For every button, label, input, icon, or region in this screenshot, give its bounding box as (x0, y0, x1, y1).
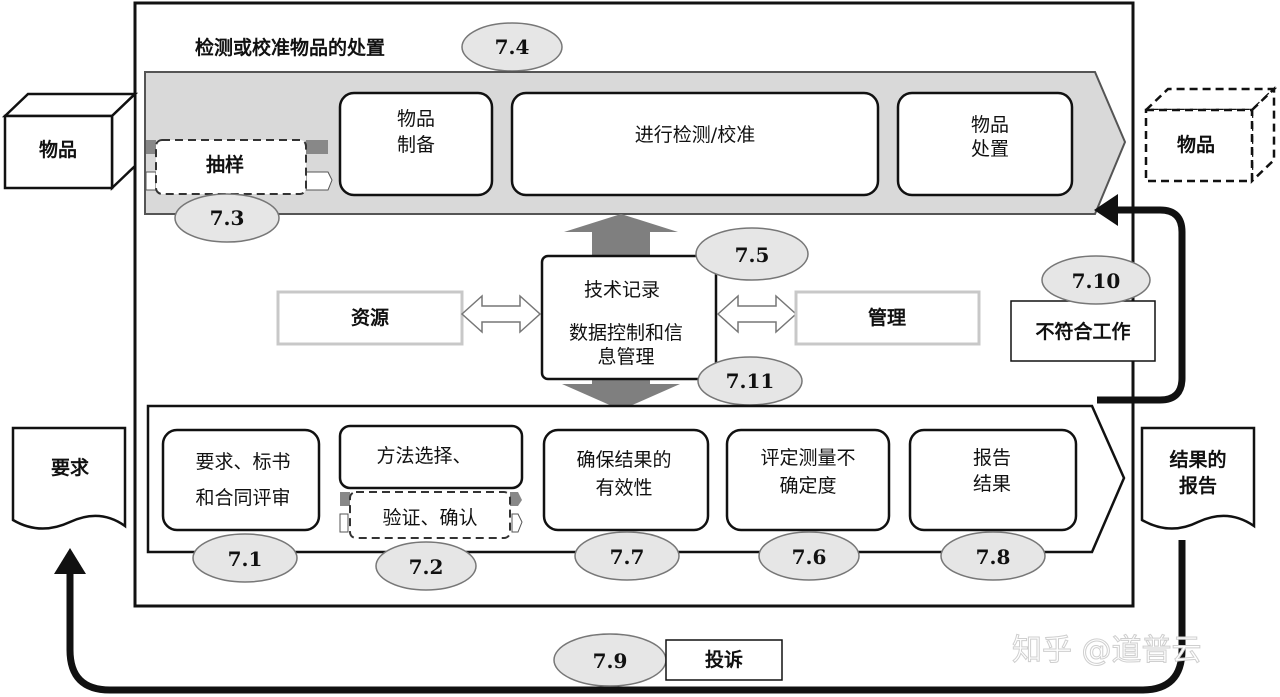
output-item-cube: 物品 (1142, 86, 1278, 184)
svg-text:7.7: 7.7 (610, 545, 645, 569)
svg-text:处置: 处置 (971, 138, 1009, 160)
complaints-box[interactable]: 投诉 (665, 639, 783, 681)
nonconforming-feedback-arrow (1097, 206, 1186, 404)
svg-text:报告: 报告 (973, 447, 1011, 469)
svg-text:7.9: 7.9 (593, 649, 628, 673)
svg-text:结果的: 结果的 (1169, 448, 1226, 471)
svg-text:物品: 物品 (1177, 133, 1215, 156)
svg-text:7.3: 7.3 (210, 206, 245, 230)
requirements-document: 要求 (11, 426, 127, 530)
item-preparation-box[interactable]: 物品 制备 (338, 91, 494, 197)
svg-text:方法选择、: 方法选择、 (376, 445, 471, 467)
svg-text:结果: 结果 (973, 473, 1011, 495)
svg-text:7.2: 7.2 (409, 555, 444, 579)
nonconforming-arrowhead (1094, 194, 1118, 226)
method-selection-box[interactable]: 方法选择、 验证、确认 (338, 424, 524, 539)
nonconforming-work-box[interactable]: 不符合工作 (1010, 300, 1156, 362)
svg-text:评定测量不: 评定测量不 (760, 447, 855, 469)
contract-review-box[interactable]: 要求、标书 和合同评审 (161, 428, 321, 532)
resources-double-arrow (460, 294, 542, 334)
svg-text:有效性: 有效性 (595, 477, 652, 499)
testing-calibration-box[interactable]: 进行检测/校准 (510, 91, 880, 197)
svg-text:7.11: 7.11 (726, 369, 775, 393)
svg-text:要求、标书: 要求、标书 (195, 451, 290, 473)
svg-text:物品: 物品 (971, 114, 1009, 136)
sampling-label: 抽样 (206, 153, 244, 176)
clause-7-9: 7.9 (553, 633, 667, 687)
svg-text:物品: 物品 (397, 108, 435, 130)
svg-text:息管理: 息管理 (597, 346, 654, 368)
complaints-arrowhead (54, 548, 86, 574)
svg-text:要求: 要求 (51, 456, 90, 479)
svg-text:数据控制和信: 数据控制和信 (569, 322, 683, 344)
clause-7-8: 7.8 (940, 531, 1046, 581)
ensuring-validity-box[interactable]: 确保结果的 有效性 (542, 428, 710, 532)
svg-text:7.10: 7.10 (1072, 269, 1121, 293)
svg-text:不符合工作: 不符合工作 (1035, 320, 1130, 343)
svg-text:资源: 资源 (351, 306, 389, 329)
clause-7-3: 7.3 (174, 193, 280, 243)
sampling-box[interactable]: 抽样 (145, 139, 333, 195)
svg-text:投诉: 投诉 (705, 648, 743, 671)
svg-text:进行检测/校准: 进行检测/校准 (635, 124, 755, 146)
clause-7-6: 7.6 (758, 531, 860, 581)
resources-box[interactable]: 资源 (276, 290, 464, 346)
svg-text:制备: 制备 (397, 134, 435, 156)
clause-7-1: 7.1 (192, 533, 298, 583)
svg-text:7.8: 7.8 (976, 545, 1011, 569)
clause-7-2: 7.2 (375, 541, 477, 591)
management-box[interactable]: 管理 (794, 290, 981, 346)
watermark-text: 知乎 @道普云 (1012, 633, 1202, 668)
clause-7-10: 7.10 (1041, 255, 1151, 305)
measurement-uncertainty-box[interactable]: 评定测量不 确定度 (725, 428, 891, 532)
svg-text:和合同评审: 和合同评审 (195, 487, 290, 509)
clause-7-4: 7.4 (461, 22, 563, 72)
technical-records-box[interactable]: 技术记录 数据控制和信 息管理 (540, 254, 718, 381)
clause-7-7: 7.7 (574, 531, 680, 581)
input-item-cube: 物品 (1, 91, 139, 191)
vertical-gray-arrow (562, 214, 680, 410)
reporting-results-box[interactable]: 报告 结果 (908, 428, 1078, 532)
svg-text:7.4: 7.4 (495, 35, 530, 59)
svg-text:确定度: 确定度 (779, 475, 836, 497)
svg-text:管理: 管理 (868, 306, 906, 329)
svg-text:报告: 报告 (1179, 474, 1217, 497)
svg-text:7.1: 7.1 (228, 547, 263, 571)
diagram-title: 检测或校准物品的处置 (195, 36, 385, 59)
svg-text:确保结果的: 确保结果的 (576, 449, 671, 471)
complaints-feedback-arrow (66, 540, 1186, 694)
item-disposal-box[interactable]: 物品 处置 (896, 91, 1074, 197)
svg-text:技术记录: 技术记录 (584, 279, 660, 301)
clause-7-5: 7.5 (695, 227, 809, 281)
svg-text:物品: 物品 (39, 138, 77, 161)
svg-text:7.5: 7.5 (735, 243, 770, 267)
clause-7-11: 7.11 (697, 356, 803, 406)
svg-text:7.6: 7.6 (792, 545, 827, 569)
svg-text:验证、确认: 验证、确认 (382, 507, 477, 529)
report-document: 结果的 报告 (1140, 426, 1256, 530)
